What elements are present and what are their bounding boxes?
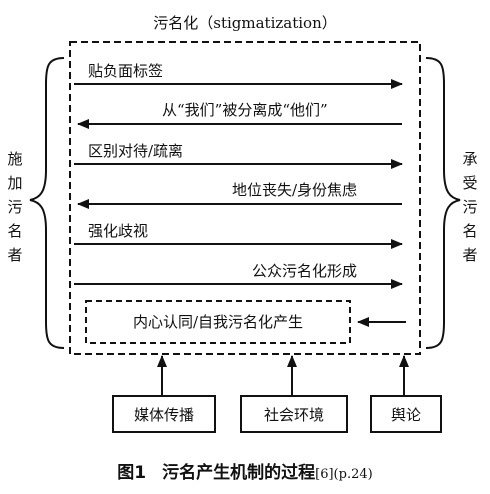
flow-label-3: 区别对待/疏离 bbox=[88, 142, 184, 160]
flow-label-1: 贴负面标签 bbox=[88, 62, 164, 80]
right-brace bbox=[425, 57, 461, 349]
self-stigma-label: 内心认同/自我污名化产生 bbox=[132, 313, 304, 331]
diagram-title: 污名化（stigmatization） bbox=[153, 14, 337, 32]
left-brace bbox=[29, 57, 65, 349]
vertical-label-char: 者 bbox=[7, 246, 23, 264]
factor-box-media: 媒体传播 bbox=[112, 395, 216, 433]
stigmatization-dashed-box bbox=[69, 41, 421, 355]
vertical-label-char: 施 bbox=[7, 150, 23, 168]
factor-box-opinion: 舆论 bbox=[370, 395, 442, 433]
imposer-label: 施加污名者 bbox=[5, 147, 25, 267]
self-stigma-dashed-box bbox=[85, 300, 351, 344]
receiver-label: 承受污名者 bbox=[460, 147, 480, 267]
vertical-label-char: 加 bbox=[7, 174, 23, 192]
vertical-label-char: 承 bbox=[462, 150, 478, 168]
vertical-label-char: 污 bbox=[7, 198, 23, 216]
vertical-label-char: 名 bbox=[7, 222, 23, 240]
figure-title: 污名产生机制的过程 bbox=[162, 463, 316, 483]
factor-box-society: 社会环境 bbox=[240, 395, 348, 433]
flow-label-4: 地位丧失/身份焦虑 bbox=[232, 181, 358, 199]
vertical-label-char: 名 bbox=[462, 222, 478, 240]
figure-reference: [6](p.24) bbox=[315, 467, 373, 482]
figure-number: 图1 bbox=[117, 463, 147, 483]
figure-caption: 图1 污名产生机制的过程[6](p.24) bbox=[0, 458, 490, 483]
flow-label-2: 从“我们”被分离成“他们” bbox=[162, 101, 328, 119]
flow-label-5: 强化歧视 bbox=[88, 222, 149, 240]
vertical-label-char: 者 bbox=[462, 246, 478, 264]
vertical-label-char: 污 bbox=[462, 198, 478, 216]
flow-label-6: 公众污名化形成 bbox=[252, 262, 358, 280]
vertical-label-char: 受 bbox=[462, 174, 478, 192]
